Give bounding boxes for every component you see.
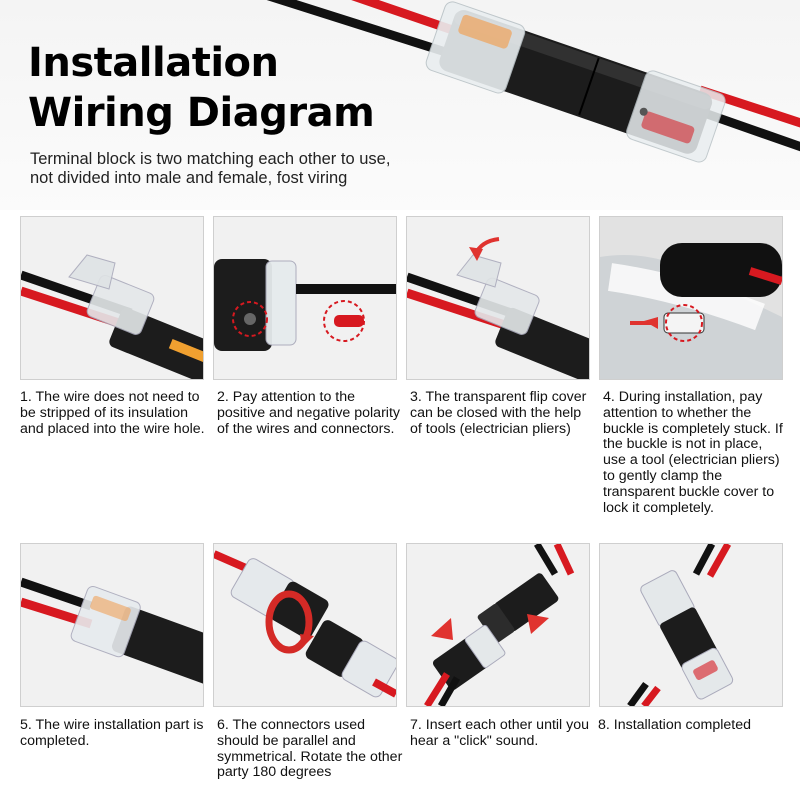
step-3-image [406, 216, 590, 380]
step-3-caption: 3. The transparent flip cover can be clo… [410, 389, 587, 437]
step-8-caption: 8. Installation completed [598, 717, 752, 733]
step-1-caption: 1. The wire does not need to be stripped… [20, 389, 205, 437]
step-8-illustration [627, 544, 734, 706]
step-5-image [20, 543, 204, 707]
step-4-illustration [600, 217, 782, 379]
subtitle-line-1: Terminal block is two matching each othe… [30, 150, 391, 168]
subtitle: Terminal block is two matching each othe… [30, 150, 450, 188]
step-7-image [406, 543, 590, 707]
step-4-caption: 4. During installation, pay attention to… [603, 389, 783, 516]
subtitle-line-2: not divided into male and female, fost v… [30, 169, 348, 187]
step-3-illustration [407, 237, 589, 379]
hero-banner: Installation Wiring Diagram Terminal blo… [0, 0, 800, 210]
step-2-image [213, 216, 397, 380]
step-1-illustration [21, 254, 203, 379]
title-line-2: Wiring Diagram [28, 90, 375, 136]
step-8-image [599, 543, 783, 707]
step-7-illustration [424, 544, 575, 706]
hero-connector-illustration [266, 0, 800, 163]
step-5-caption: 5. The wire installation part is complet… [20, 717, 204, 749]
step-6-image [213, 543, 397, 707]
step-4-image [599, 216, 783, 380]
page-title: Installation Wiring Diagram [28, 38, 375, 138]
step-6-illustration [214, 550, 396, 698]
title-line-1: Installation [28, 40, 279, 86]
step-7-caption: 7. Insert each other until you hear a "c… [410, 717, 590, 749]
step-5-illustration [21, 577, 203, 684]
step-1-image [20, 216, 204, 380]
step-2-caption: 2. Pay attention to the positive and neg… [217, 389, 400, 437]
step-6-caption: 6. The connectors used should be paralle… [217, 717, 403, 781]
step-2-illustration [214, 259, 396, 351]
